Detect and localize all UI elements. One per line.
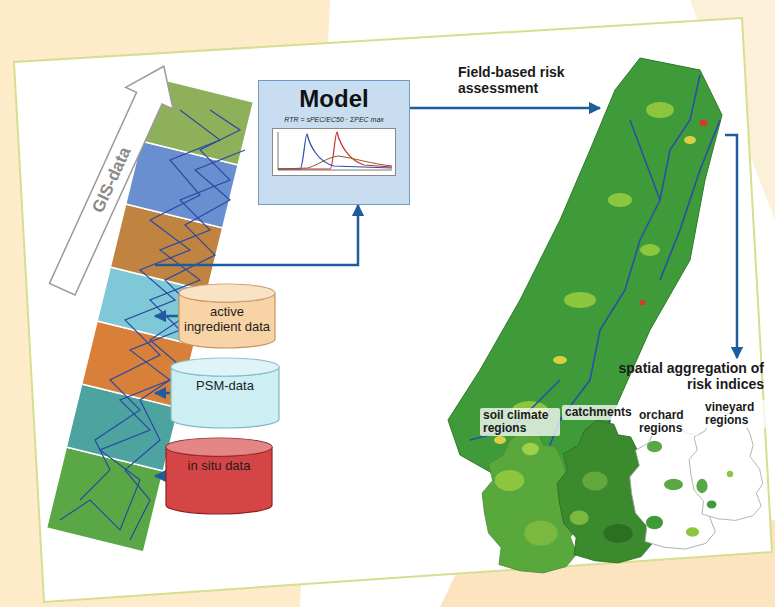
node-label: orchard regions bbox=[636, 408, 698, 436]
node-label: GIS-data bbox=[88, 144, 135, 216]
model-chart bbox=[272, 128, 396, 176]
model-box: ModelRTR = sPEC/EC50 · ΣPEC max bbox=[258, 80, 410, 205]
data-cylinder: active ingredient data bbox=[178, 283, 276, 349]
flow-arrow bbox=[410, 107, 600, 110]
node-label: catchments bbox=[562, 405, 635, 420]
node-label: active ingredient data bbox=[178, 283, 276, 345]
node-label: vineyard regions bbox=[702, 400, 766, 428]
card bbox=[14, 18, 772, 602]
gis-arrow bbox=[39, 55, 188, 300]
formula-text: RTR = sPEC/EC50 · ΣPEC max bbox=[263, 116, 405, 123]
risk-map-area: Field-based risk assessment bbox=[600, 62, 725, 507]
data-cylinder: PSM-data bbox=[170, 357, 280, 429]
node-label: soil climate regions bbox=[480, 408, 560, 436]
node-label: Model bbox=[263, 81, 405, 113]
node-label: PSM-data bbox=[170, 357, 280, 404]
region-map: vineyard regions bbox=[702, 400, 766, 440]
flow-arrow bbox=[725, 135, 737, 358]
flow-arrow bbox=[155, 205, 358, 265]
region-map: catchments bbox=[562, 402, 636, 442]
flow-arrow bbox=[155, 315, 178, 318]
node-label: Field-based risk assessment bbox=[458, 64, 580, 96]
node-label: in situ data bbox=[165, 437, 273, 484]
flow-arrow bbox=[155, 392, 170, 395]
flow-arrow bbox=[155, 475, 165, 478]
gis-layer-stack: GIS-data bbox=[40, 55, 155, 545]
cylinder-outline bbox=[165, 437, 273, 515]
aggregation-group: spatial aggregation of risk indices soil … bbox=[470, 358, 770, 580]
node-label: spatial aggregation of risk indices bbox=[612, 360, 764, 392]
data-cylinder: in situ data bbox=[165, 437, 273, 515]
region-map: orchard regions bbox=[636, 408, 698, 448]
region-map: soil climate regions bbox=[480, 408, 560, 448]
